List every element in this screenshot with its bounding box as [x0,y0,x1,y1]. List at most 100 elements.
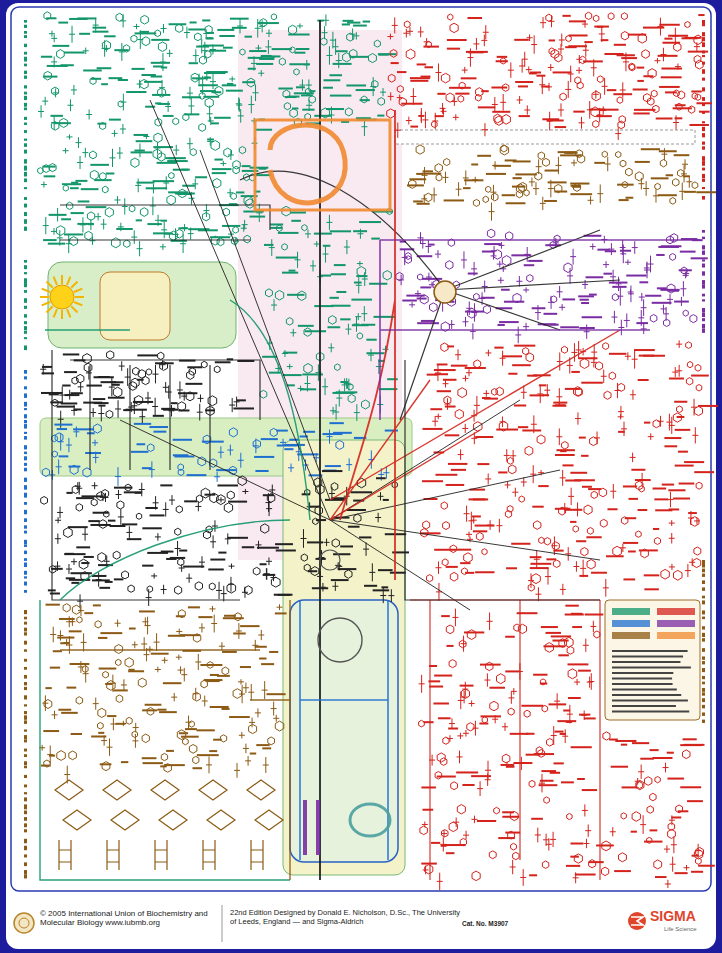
tiny-name [424,721,434,723]
reaction-tick [558,109,564,110]
ring-structure [655,183,661,189]
tiny-name [126,91,146,93]
tiny-name [346,84,366,86]
reaction-tick [120,102,126,103]
tiny-name [152,94,170,96]
reaction-tick [467,57,473,58]
ring-structure [446,93,454,102]
ring-structure [100,123,106,130]
ring-structure [369,54,377,63]
tiny-name [553,762,563,764]
tiny-name [137,182,155,184]
reaction-tick [534,559,540,560]
tiny-name [536,75,545,77]
ring-structure [513,293,521,302]
reaction-tick [236,105,242,106]
reaction-tick [620,253,626,254]
ring-structure [692,182,698,189]
reaction-tick [603,264,609,265]
ring-structure [240,49,245,55]
tiny-name [644,841,662,843]
ring-structure [435,772,442,780]
reaction-tick [182,227,188,228]
tiny-name [675,104,686,106]
reaction-tick [485,478,491,479]
sun-ray [75,296,84,298]
reaction-tick [443,383,449,384]
reaction-tick [122,206,128,207]
tiny-name [502,355,522,357]
reaction-tick [492,104,498,105]
tiny-name [579,575,588,577]
reaction-tick [458,700,464,701]
tiny-name [434,369,456,371]
ring-structure [190,149,196,156]
reaction-tick [559,39,565,40]
ring-structure [451,782,458,790]
reaction-tick [531,44,537,45]
tiny-name [644,574,660,576]
reaction-tick [101,224,107,225]
reaction-tick [42,101,48,102]
ring-structure [542,705,548,712]
ring-structure [619,853,627,862]
reaction-tick [458,454,464,455]
reaction-tick [683,273,689,274]
tiny-name [636,322,648,324]
tiny-name [330,95,351,97]
ring-structure [246,199,254,209]
ring-structure [420,826,428,835]
reaction-tick [551,735,557,736]
tiny-name [472,515,481,517]
reaction-tick [485,770,491,771]
ring-structure [603,343,609,350]
ring-structure [629,64,635,71]
reaction-tick [463,835,469,836]
ring-structure [85,231,92,240]
tiny-name [118,79,128,81]
tiny-name [108,397,125,399]
ring-structure [131,35,137,42]
reaction-tick [671,844,677,845]
ring-structure [667,284,675,293]
tiny-name [555,126,567,128]
reaction-tick [557,291,563,292]
tiny-name [691,257,708,259]
reaction-tick [536,166,542,167]
tiny-name [677,416,685,418]
reaction-tick [426,277,432,278]
ring-structure [178,402,186,411]
tiny-name [612,286,626,288]
ring-structure [321,38,327,45]
reaction-tick [95,216,101,217]
ring-structure [107,351,114,359]
reaction-tick [306,105,312,106]
tiny-name [529,72,537,74]
ring-structure [440,758,447,766]
ring-structure [167,195,175,205]
reaction-tick [682,164,688,165]
ring-structure [455,409,463,419]
tiny-name [134,150,144,152]
ring-structure [676,805,683,813]
tiny-name [575,874,596,876]
reaction-tick [326,55,332,56]
tiny-name [671,816,681,818]
tiny-name [502,194,515,196]
ring-structure [450,545,457,553]
reaction-tick [603,587,609,588]
ring-structure [540,679,545,685]
reaction-tick [457,735,463,736]
tiny-name [438,717,451,719]
tiny-name [363,21,371,23]
tiny-name [441,845,447,847]
ring-structure [279,58,285,65]
tiny-name [437,776,456,778]
tiny-name [552,640,568,642]
ring-structure [516,191,522,198]
ring-structure [505,511,511,518]
tiny-name [623,578,635,580]
ring-structure [650,315,657,323]
ring-structure [448,14,453,20]
reaction-tick [422,824,428,825]
